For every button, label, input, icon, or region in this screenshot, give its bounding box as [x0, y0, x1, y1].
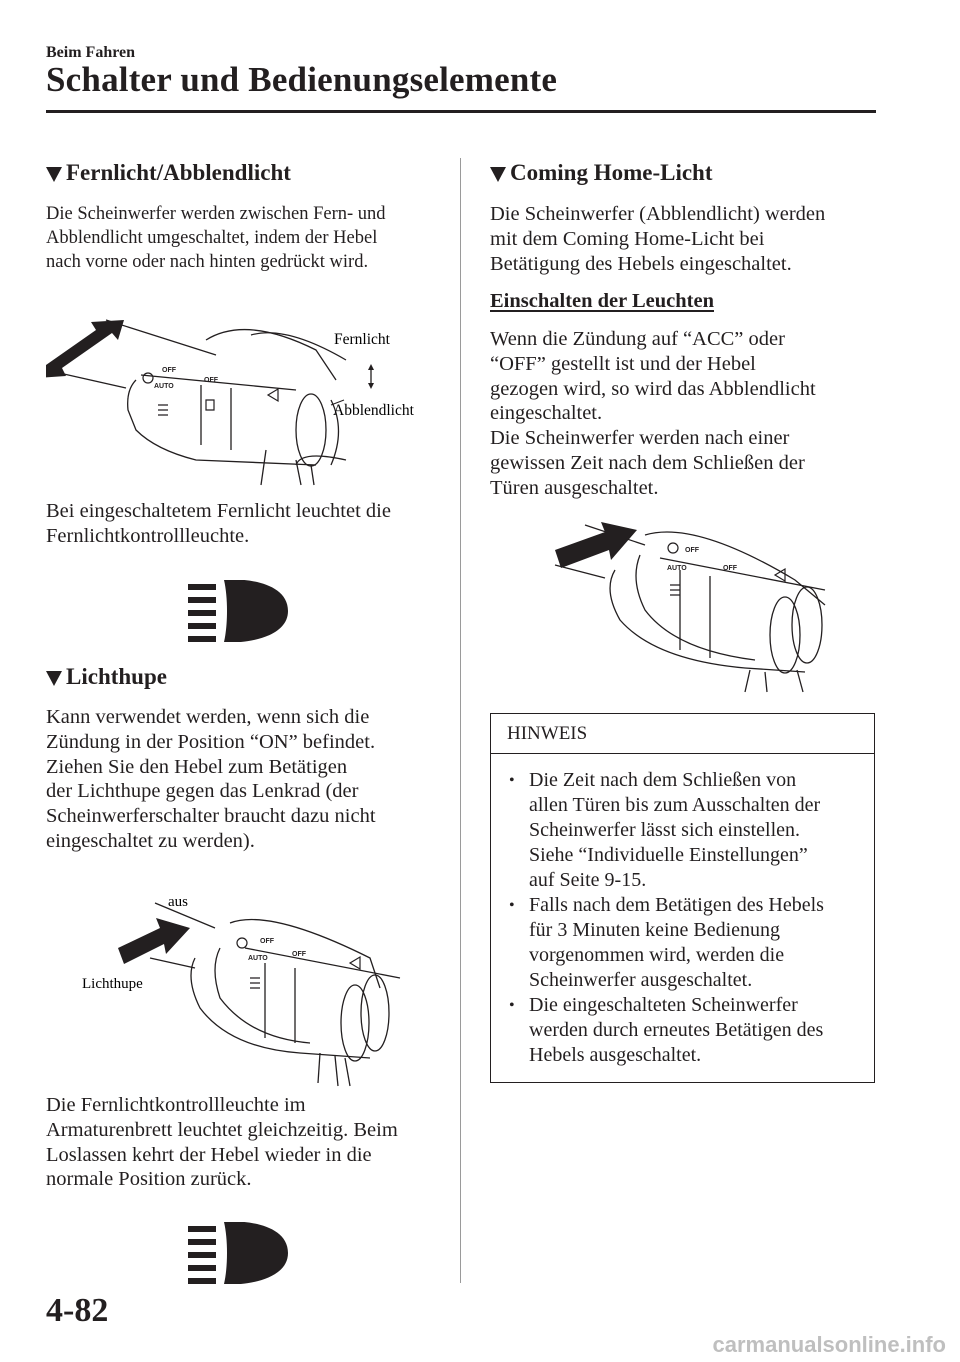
coming-home-intro: Die Scheinwerfer (Abblendlicht) werden m…: [490, 202, 880, 276]
heading-text: Lichthupe: [66, 664, 167, 689]
bullet-icon: •: [509, 897, 515, 914]
fernlicht-after: Bei eingeschaltetem Fernlicht leuchtet d…: [46, 499, 446, 549]
text-line: werden durch erneutes Betätigen des: [529, 1019, 824, 1041]
coming-home-body: Wenn die Zündung auf “ACC” oder “OFF” ge…: [490, 327, 880, 501]
off-label: OFF: [260, 938, 275, 945]
text-line: Siehe “Individuelle Einstellungen”: [529, 844, 808, 866]
text-line: Armaturenbrett leuchtet gleichzeitig. Be…: [46, 1118, 398, 1141]
off-label: OFF: [162, 367, 177, 374]
section-label: Beim Fahren: [46, 44, 136, 61]
text-line: gezogen wird, so wird das Abblendlicht: [490, 377, 816, 400]
note-header: HINWEIS: [491, 714, 874, 754]
text-line: Türen ausgeschaltet.: [490, 476, 659, 499]
triangle-bullet-icon: [46, 670, 62, 686]
text-line: Scheinwerfer ausgeschaltet.: [529, 969, 753, 991]
text-line: Die eingeschalteten Scheinwerfer: [529, 994, 798, 1016]
figure-label-abblendlicht: Abblendlicht: [333, 402, 415, 419]
double-arrow-icon: [46, 320, 124, 378]
note-item: • Die eingeschalteten Scheinwerfer werde…: [505, 993, 865, 1068]
text-line: nach vorne oder nach hinten gedrückt wir…: [46, 252, 369, 272]
text-line: Die Zeit nach dem Schließen von: [529, 769, 797, 791]
fernlicht-intro: Die Scheinwerfer werden zwischen Fern- u…: [46, 202, 446, 274]
note-box: HINWEIS • Die Zeit nach dem Schließen vo…: [490, 713, 875, 1083]
figure-label-lichthupe: Lichthupe: [82, 976, 143, 992]
text-line: eingeschaltet.: [490, 402, 603, 425]
text-line: Ziehen Sie den Hebel zum Betätigen: [46, 755, 348, 778]
text-line: Die Fernlichtkontrollleuchte im: [46, 1094, 306, 1116]
note-item: • Falls nach dem Betätigen des Hebels fü…: [505, 893, 865, 993]
figure-label-fernlicht: Fernlicht: [334, 331, 391, 348]
lichthupe-intro: Kann verwendet werden, wenn sich die Zün…: [46, 705, 446, 854]
text-line: Fernlichtkontrollleuchte.: [46, 524, 250, 547]
text-line: Betätigung des Hebels eingeschaltet.: [490, 252, 792, 275]
off-label: OFF: [685, 547, 700, 554]
pull-arrow-icon: [555, 522, 637, 568]
text-line: der Lichthupe gegen das Lenkrad (der: [46, 780, 359, 803]
text-line: allen Türen bis zum Ausschalten der: [529, 794, 821, 816]
off-label: OFF: [292, 951, 307, 958]
note-item: • Die Zeit nach dem Schließen von allen …: [505, 768, 865, 893]
text-line: Hebels ausgeschaltet.: [529, 1044, 702, 1066]
note-title: HINWEIS: [507, 723, 588, 744]
text-line: vorgenommen wird, werden die: [529, 944, 785, 966]
auto-label: AUTO: [248, 955, 268, 962]
off-label: OFF: [204, 377, 219, 384]
column-divider: [460, 158, 461, 1283]
text-line: Falls nach dem Betätigen des Hebels: [529, 894, 824, 916]
lichthupe-after: Die Fernlichtkontrollleuchte im Armature…: [46, 1093, 446, 1192]
heading-text: Fernlicht/Abblendlicht: [66, 160, 291, 185]
text-line: Loslassen kehrt der Hebel wieder in die: [46, 1143, 372, 1166]
note-list: • Die Zeit nach dem Schließen von allen …: [505, 768, 865, 1068]
triangle-bullet-icon: [490, 166, 506, 182]
text-line: Zündung in der Position “ON” befindet.: [46, 730, 376, 753]
text-line: Die Scheinwerfer werden nach einer: [490, 427, 790, 450]
text-line: Abblendlicht umgeschaltet, indem der Heb…: [46, 228, 378, 248]
off-label: OFF: [723, 565, 738, 572]
lever-figure-flash: OFF AUTO OFF aus Lichthupe: [82, 894, 401, 1087]
text-line: Bei eingeschaltetem Fernlicht leuchtet d…: [46, 500, 391, 522]
pull-arrow-icon: [118, 918, 190, 964]
heading-text: Coming Home-Licht: [510, 160, 713, 185]
text-line: normale Position zurück.: [46, 1168, 252, 1191]
text-line: Kann verwendet werden, wenn sich die: [46, 706, 370, 728]
text-line: auf Seite 9-15.: [529, 869, 647, 891]
text-line: Scheinwerfer lässt sich einstellen.: [529, 819, 801, 841]
text-line: Wenn die Zündung auf “ACC” oder: [490, 328, 785, 350]
bullet-icon: •: [509, 997, 515, 1014]
lever-figure-high-beam: OFF AUTO OFF Fernlicht Abblendlicht: [46, 319, 415, 486]
subheading-einschalten: Einschalten der Leuchten: [490, 290, 714, 312]
text-line: Die Scheinwerfer werden zwischen Fern- u…: [46, 204, 386, 224]
text-line: Scheinwerferschalter braucht dazu nicht: [46, 805, 376, 828]
text-line: eingeschaltet zu werden).: [46, 829, 255, 852]
figure-label-aus: aus: [168, 894, 188, 910]
page-title: Schalter und Bedienungselemente: [46, 60, 558, 99]
triangle-bullet-icon: [46, 166, 62, 182]
heading-coming-home: Coming Home-Licht: [490, 160, 713, 186]
page-number: 4-82: [46, 1292, 109, 1329]
high-beam-indicator-icon: [188, 1222, 288, 1284]
header-divider: [46, 110, 876, 113]
heading-fernlicht: Fernlicht/Abblendlicht: [46, 160, 291, 186]
bullet-icon: •: [509, 772, 515, 789]
lever-figure-coming-home: OFF AUTO OFF: [554, 522, 826, 693]
watermark-url: carmanualsonline.info: [712, 1332, 947, 1357]
text-line: Die Scheinwerfer (Abblendlicht) werden: [490, 203, 826, 225]
heading-lichthupe: Lichthupe: [46, 664, 167, 690]
high-beam-indicator-icon: [188, 580, 288, 642]
auto-label: AUTO: [154, 383, 174, 390]
text-line: “OFF” gestellt ist und der Hebel: [490, 352, 756, 375]
text-line: für 3 Minuten keine Bedienung: [529, 919, 781, 941]
text-line: gewissen Zeit nach dem Schließen der: [490, 451, 805, 474]
text-line: mit dem Coming Home-Licht bei: [490, 227, 765, 250]
auto-label: AUTO: [667, 565, 687, 572]
